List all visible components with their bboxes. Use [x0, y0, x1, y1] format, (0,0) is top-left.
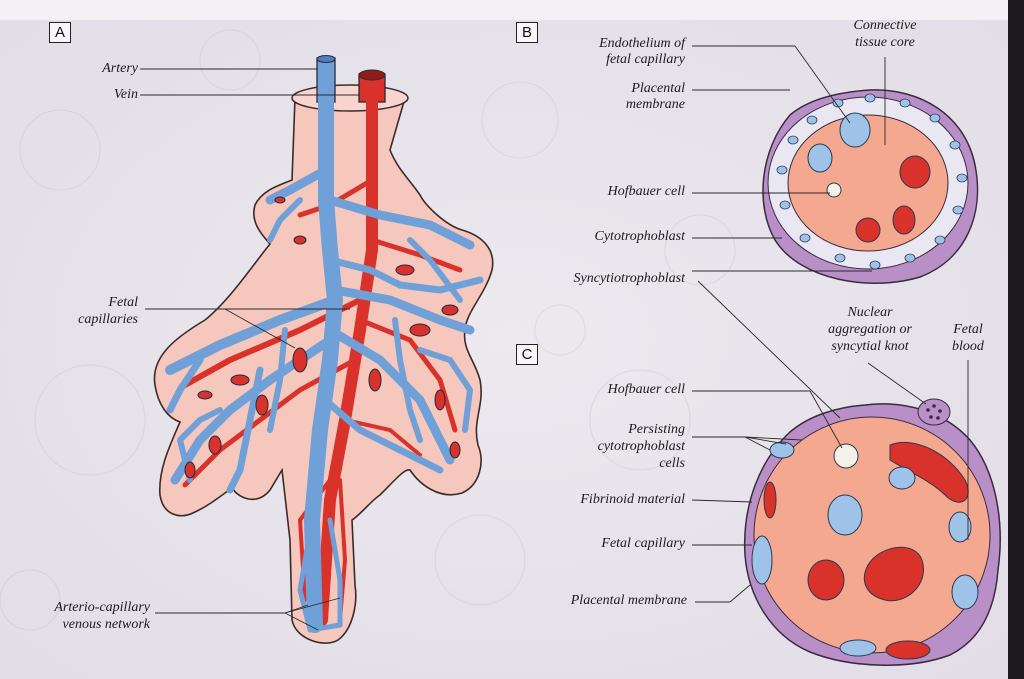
cytotrophoblast-nuclei-b	[776, 93, 968, 270]
label-network-1: Arterio-capillary	[54, 600, 150, 615]
panel-label-c: C	[516, 344, 538, 365]
label-endothelium-2: fetal capillary	[606, 52, 685, 67]
label-fetal-capillary-c: Fetal capillary	[601, 536, 685, 551]
panel-b-leader-lines	[692, 45, 886, 272]
label-connective-2: tissue core	[855, 35, 915, 50]
artery-opening	[316, 55, 336, 63]
label-nuclear-1: Nuclear	[847, 305, 893, 320]
page-edge	[1008, 0, 1024, 679]
venous-network	[165, 92, 484, 633]
label-hofbauer-c: Hofbauer cell	[607, 382, 685, 397]
top-margin	[0, 0, 1024, 20]
label-fibrinoid: Fibrinoid material	[580, 492, 685, 507]
label-syncytiotrophoblast: Syncytiotrophoblast	[573, 271, 685, 286]
label-placental-membrane-b-2: membrane	[625, 97, 685, 112]
vein-opening	[358, 69, 386, 81]
label-placental-membrane-b-1: Placental	[631, 81, 685, 96]
label-network-2: venous network	[62, 617, 150, 632]
label-persisting-1: Persisting	[628, 422, 685, 437]
knot-nuclei	[926, 404, 942, 420]
label-persisting-2: cytotrophoblast	[597, 439, 685, 454]
villus-cross-section-term	[743, 398, 1001, 666]
capillaries-c	[751, 441, 979, 660]
label-fetal-capillaries-2: capillaries	[78, 312, 138, 327]
label-connective-1: Connective	[853, 18, 917, 33]
background-texture	[0, 29, 736, 631]
label-vein: Vein	[113, 87, 138, 102]
label-fetal-blood-1: Fetal	[953, 322, 983, 337]
label-endothelium-1: Endothelium of	[599, 36, 685, 51]
panel-c-leader-lines	[691, 280, 969, 603]
capillary-loops	[184, 196, 461, 479]
villus-top-cap	[291, 84, 409, 112]
syncytial-knot	[917, 398, 951, 426]
label-nuclear-2: aggregation or	[828, 322, 912, 337]
label-cytotrophoblast: Cytotrophoblast	[594, 229, 686, 244]
label-placental-membrane-c: Placental membrane	[570, 593, 687, 608]
label-fetal-capillaries-1: Fetal	[108, 295, 138, 310]
villus-branching-diagram	[153, 55, 494, 644]
label-hofbauer-b: Hofbauer cell	[607, 184, 685, 199]
capillaries-b	[807, 112, 931, 243]
panel-label-b: B	[516, 22, 538, 43]
label-fetal-blood-2: blood	[952, 339, 984, 354]
label-persisting-3: cells	[659, 456, 685, 471]
panel-label-a: A	[49, 22, 71, 43]
label-artery: Artery	[102, 61, 138, 76]
panel-a-leader-lines	[140, 68, 360, 631]
label-nuclear-3: syncytial knot	[831, 339, 909, 354]
villus-cross-section-early	[762, 89, 979, 284]
